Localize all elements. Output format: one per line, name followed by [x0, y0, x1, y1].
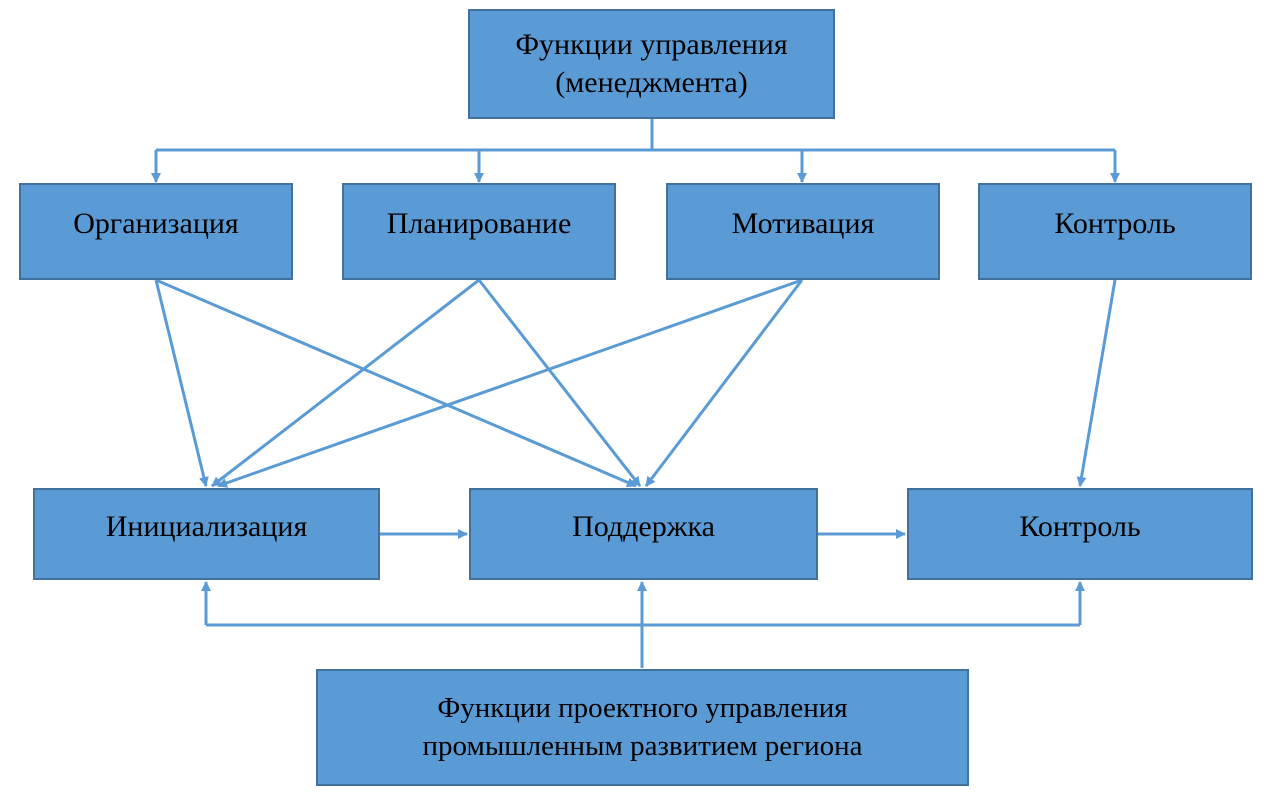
node-label-line1: Функции проектного управления — [437, 692, 848, 724]
node-support: Поддержка — [469, 488, 818, 580]
node-label-line1: Функции управления — [515, 28, 788, 61]
edge-ctl-to-ctl — [1076, 279, 1117, 487]
edge-mot-to-init — [217, 278, 803, 488]
node-planning: Планирование — [342, 183, 616, 280]
node-management-functions: Функции управления (менеджмента) — [468, 9, 835, 119]
node-organization: Организация — [19, 183, 293, 280]
node-label-line2: промышленным развитием региона — [422, 730, 863, 762]
edge-plan-to-init — [211, 278, 480, 488]
node-initialization: Инициализация — [33, 488, 380, 580]
node-control-function: Контроль — [978, 183, 1252, 280]
node-label-line2: (менеджмента) — [555, 66, 748, 99]
node-label: Контроль — [1019, 510, 1141, 543]
node-label: Планирование — [386, 207, 572, 240]
node-label: Организация — [73, 207, 239, 240]
node-label: Контроль — [1054, 207, 1176, 240]
edge-org-to-sup — [155, 278, 637, 488]
edge-org-to-init — [154, 279, 209, 487]
node-label: Мотивация — [731, 207, 875, 240]
node-control-phase: Контроль — [907, 488, 1253, 580]
edge-plan-to-sup — [477, 279, 642, 487]
edge-mot-to-sup — [644, 279, 804, 487]
node-project-management-functions: Функции проектного управления промышленн… — [316, 669, 969, 786]
node-label: Поддержка — [572, 510, 715, 543]
node-motivation: Мотивация — [666, 183, 940, 280]
node-label: Инициализация — [105, 510, 308, 543]
